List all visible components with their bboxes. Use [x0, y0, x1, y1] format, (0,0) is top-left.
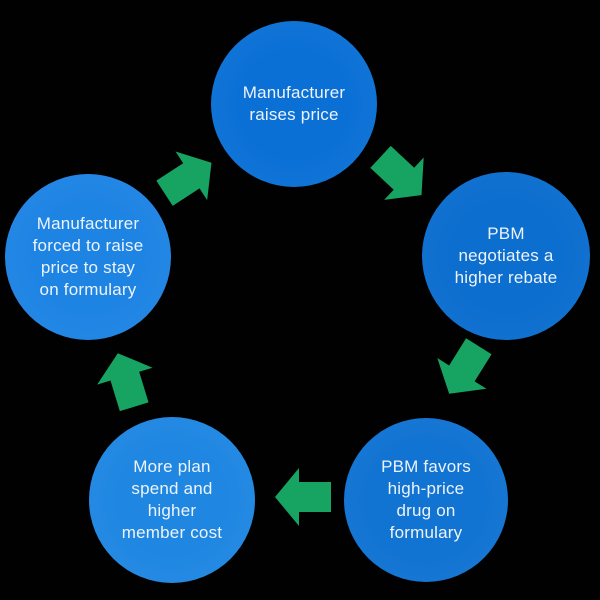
cycle-node-label: Manufacturer forced to raise price to st… [32, 214, 144, 299]
cycle-node-pbm-negotiates-higher-rebate: PBM negotiates a higher rebate [422, 172, 590, 340]
cycle-node-manufacturer-raises-price: Manufacturer raises price [211, 21, 377, 187]
arrow-bottom-left-to-left-icon [97, 353, 153, 412]
cycle-node-label: Manufacturer raises price [242, 83, 346, 124]
cycle-node-label: PBM negotiates a higher rebate [454, 224, 558, 287]
cycle-node-more-plan-spend-higher-cost: More plan spend and higher member cost [89, 417, 255, 583]
arrow-right-to-bottom-right-icon [437, 338, 492, 394]
cycle-node-label: More plan spend and higher member cost [121, 457, 223, 542]
arrow-left-to-top-icon [156, 151, 212, 206]
arrow-top-to-right-icon [370, 145, 424, 200]
cycle-node-manufacturer-forced-raise-price: Manufacturer forced to raise price to st… [5, 174, 171, 340]
cycle-node-label: PBM favors high-price drug on formulary [381, 457, 471, 542]
arrow-bottom-right-to-bottom-left-icon [275, 468, 331, 526]
cycle-node-pbm-favors-high-price-drug: PBM favors high-price drug on formulary [344, 418, 508, 582]
